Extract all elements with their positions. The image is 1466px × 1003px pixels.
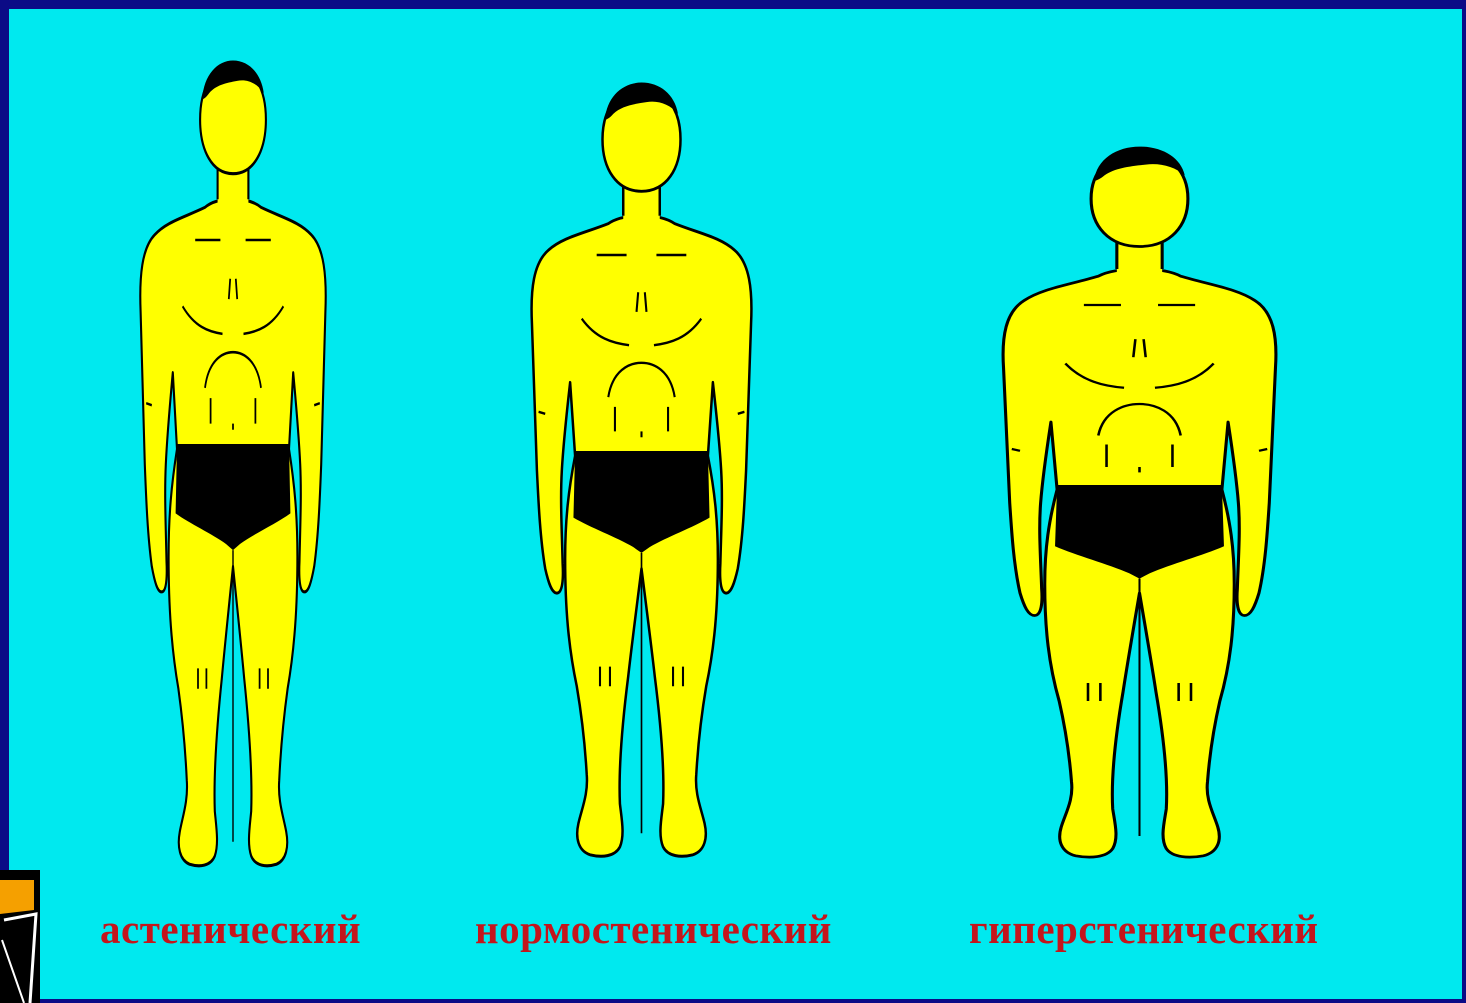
asthenic-figure (140, 60, 325, 865)
illustration-panel: астенический нормостенический гиперстени… (9, 9, 1462, 999)
corner-decoration (0, 870, 40, 1003)
normosthenic-figure (532, 83, 752, 857)
body-types-illustration (9, 9, 1462, 999)
label-asthenic: астенический (100, 905, 361, 953)
label-normosthenic: нормостенический (475, 905, 832, 953)
label-hypersthenic: гиперстенический (969, 905, 1319, 953)
hypersthenic-figure (1003, 147, 1276, 858)
